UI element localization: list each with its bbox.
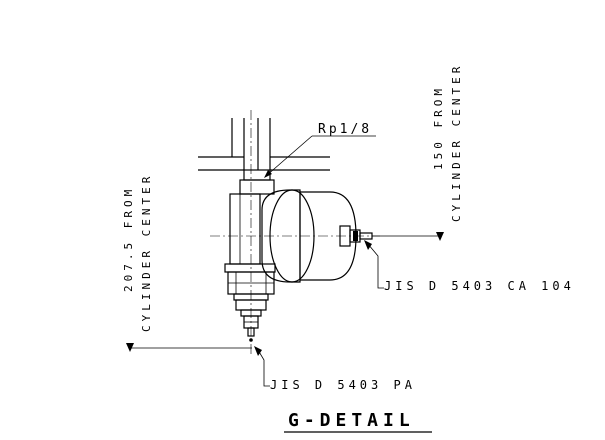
right-dimension-text: 150 FROM CYLINDER CENTER xyxy=(372,63,463,241)
spec-right-label: JIS D 5403 CA 104 xyxy=(384,279,575,293)
drawing-title: G-DETAIL xyxy=(288,410,415,431)
right-spec-leader: JIS D 5403 CA 104 xyxy=(364,240,575,293)
title-block: G-DETAIL xyxy=(284,410,432,433)
dim-right-line1: 150 FROM xyxy=(432,85,445,170)
valve-body xyxy=(224,193,276,273)
centerlines xyxy=(210,110,380,355)
thread-leader: Rp1/8 xyxy=(264,122,376,178)
left-dimension-text: 207.5 FROM CYLINDER CENTER xyxy=(122,173,252,352)
dim-right-line2: CYLINDER CENTER xyxy=(450,63,463,222)
dim-left-line2: CYLINDER CENTER xyxy=(140,173,153,332)
dim-left-line1: 207.5 FROM xyxy=(122,186,135,292)
bottom-nut xyxy=(227,271,275,342)
spec-bottom-label: JIS D 5403 PA xyxy=(270,378,416,392)
thread-label: Rp1/8 xyxy=(318,122,372,137)
bottom-spec-leader: JIS D 5403 PA xyxy=(254,346,416,392)
upper-pipe-frame xyxy=(198,118,330,171)
